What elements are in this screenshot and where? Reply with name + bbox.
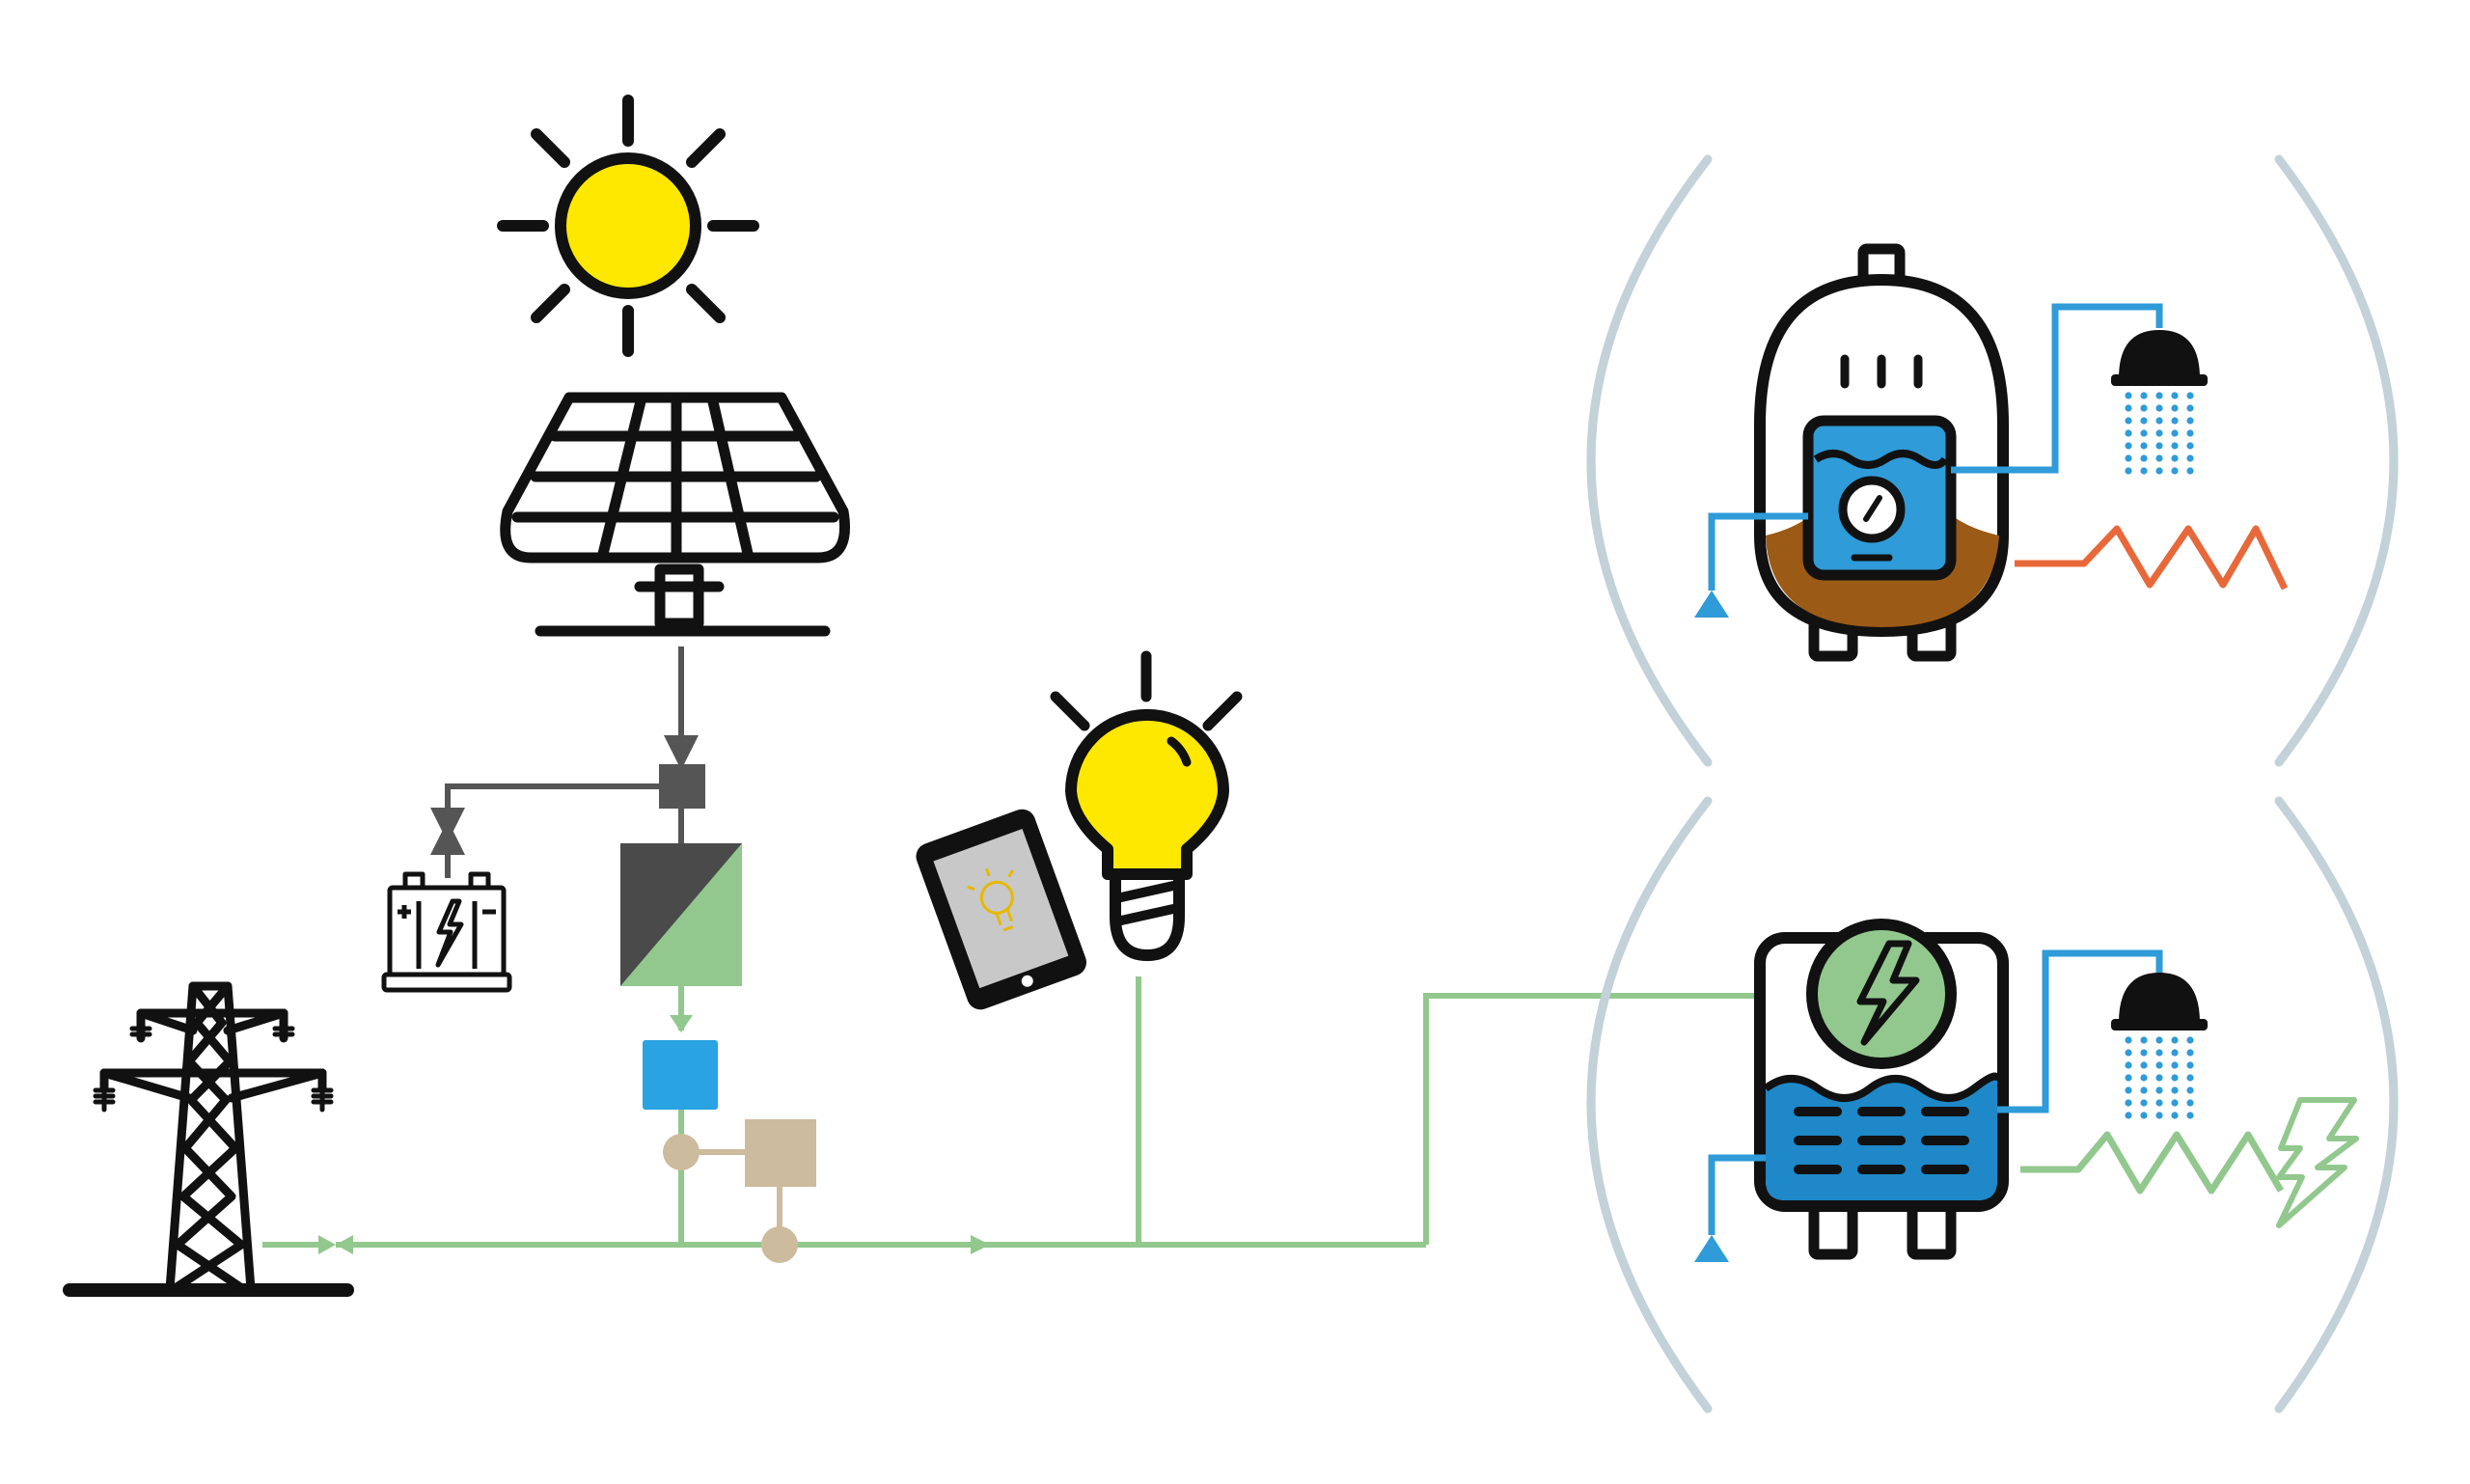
water-drop <box>2186 454 2194 462</box>
dc-wiring <box>430 646 699 878</box>
water-drop <box>2155 1099 2163 1107</box>
controller-box-icon <box>663 1119 816 1263</box>
water-drop <box>2125 404 2132 412</box>
water-drop <box>2140 1074 2148 1082</box>
water-drop <box>2125 1049 2132 1057</box>
water-drop <box>2155 1112 2163 1119</box>
water-drop <box>2171 1099 2179 1107</box>
water-drop <box>2171 1049 2179 1057</box>
meter-icon <box>643 1040 718 1110</box>
gas-heater-pipes <box>1708 303 2163 591</box>
solar-panel-icon <box>500 392 850 637</box>
water-drop <box>2171 1061 2179 1069</box>
water-drop <box>2155 1036 2163 1044</box>
water-drop <box>2186 1086 2194 1094</box>
battery-icon <box>381 871 512 993</box>
water-drop <box>2171 429 2179 437</box>
water-drop <box>2186 442 2194 450</box>
water-drop <box>2171 404 2179 412</box>
water-drop <box>2140 1049 2148 1057</box>
water-drop <box>2186 1036 2194 1044</box>
water-drop <box>2140 1061 2148 1069</box>
water-drop <box>2171 392 2179 399</box>
electric-heat-line <box>2020 1131 2285 1195</box>
sun-icon <box>497 95 759 357</box>
water-drop <box>2155 442 2163 450</box>
water-drop <box>2140 404 2148 412</box>
water-drop <box>2155 417 2163 425</box>
water-drop <box>2125 1074 2132 1082</box>
water-drop <box>2125 429 2132 437</box>
electric-heater-pipes <box>1708 949 2163 1235</box>
water-drop <box>2186 1049 2194 1057</box>
shower-head-icon <box>2111 973 2208 1119</box>
water-drop <box>2125 1099 2132 1107</box>
water-drop <box>2125 454 2132 462</box>
water-drop <box>2140 1086 2148 1094</box>
water-drop <box>2186 1074 2194 1082</box>
water-drop <box>2171 454 2179 462</box>
water-drop <box>2186 1061 2194 1069</box>
water-drop <box>2171 467 2179 475</box>
water-drop <box>2171 1074 2179 1082</box>
water-drop <box>2140 392 2148 399</box>
water-drop <box>2171 1086 2179 1094</box>
water-drop <box>2140 442 2148 450</box>
water-drop <box>2140 429 2148 437</box>
water-drop <box>2140 454 2148 462</box>
water-drop <box>2140 1099 2148 1107</box>
power-pylon-icon <box>63 981 354 1297</box>
inverter-icon <box>620 843 742 986</box>
water-drop <box>2140 1112 2148 1119</box>
water-drop <box>2186 1099 2194 1107</box>
gas-flame-line <box>2015 525 2289 591</box>
water-drop <box>2155 392 2163 399</box>
electric-water-heater-icon <box>1754 919 2009 1260</box>
water-drop <box>2125 467 2132 475</box>
flow-arrows <box>318 985 1798 1254</box>
water-drop <box>2171 1112 2179 1119</box>
junction-box-icon <box>659 764 705 809</box>
water-drop <box>2155 1086 2163 1094</box>
water-inlet-icon <box>1694 1235 1729 1262</box>
water-drop <box>2140 1036 2148 1044</box>
tablet-icon <box>916 809 1086 1010</box>
water-drop <box>2155 467 2163 475</box>
light-bulb-icon <box>1050 650 1243 962</box>
shower-head-icon <box>2111 330 2208 475</box>
water-drop <box>2140 467 2148 475</box>
water-drop <box>2186 404 2194 412</box>
water-drop <box>2186 1112 2194 1119</box>
water-drop <box>2125 442 2132 450</box>
water-drop <box>2186 467 2194 475</box>
ac-wiring <box>262 976 1793 1248</box>
group-brackets <box>1586 154 2399 1414</box>
water-drop <box>2125 417 2132 425</box>
water-drop <box>2125 1112 2132 1119</box>
gas-water-heater-icon <box>1754 243 2009 662</box>
water-drop <box>2155 1049 2163 1057</box>
water-drop <box>2171 442 2179 450</box>
water-drop <box>2186 392 2194 399</box>
water-drop <box>2125 392 2132 399</box>
water-drop <box>2155 404 2163 412</box>
lightning-icon <box>2276 1097 2359 1228</box>
water-drop <box>2171 1036 2179 1044</box>
water-drop <box>2155 454 2163 462</box>
water-drop <box>2155 1074 2163 1082</box>
water-drop <box>2140 417 2148 425</box>
water-drop <box>2186 429 2194 437</box>
water-inlet-icon <box>1694 591 1729 618</box>
water-drop <box>2186 417 2194 425</box>
water-drop <box>2155 429 2163 437</box>
water-drop <box>2125 1036 2132 1044</box>
water-drop <box>2171 417 2179 425</box>
water-drop <box>2155 1061 2163 1069</box>
water-drop <box>2125 1061 2132 1069</box>
water-drop <box>2125 1086 2132 1094</box>
